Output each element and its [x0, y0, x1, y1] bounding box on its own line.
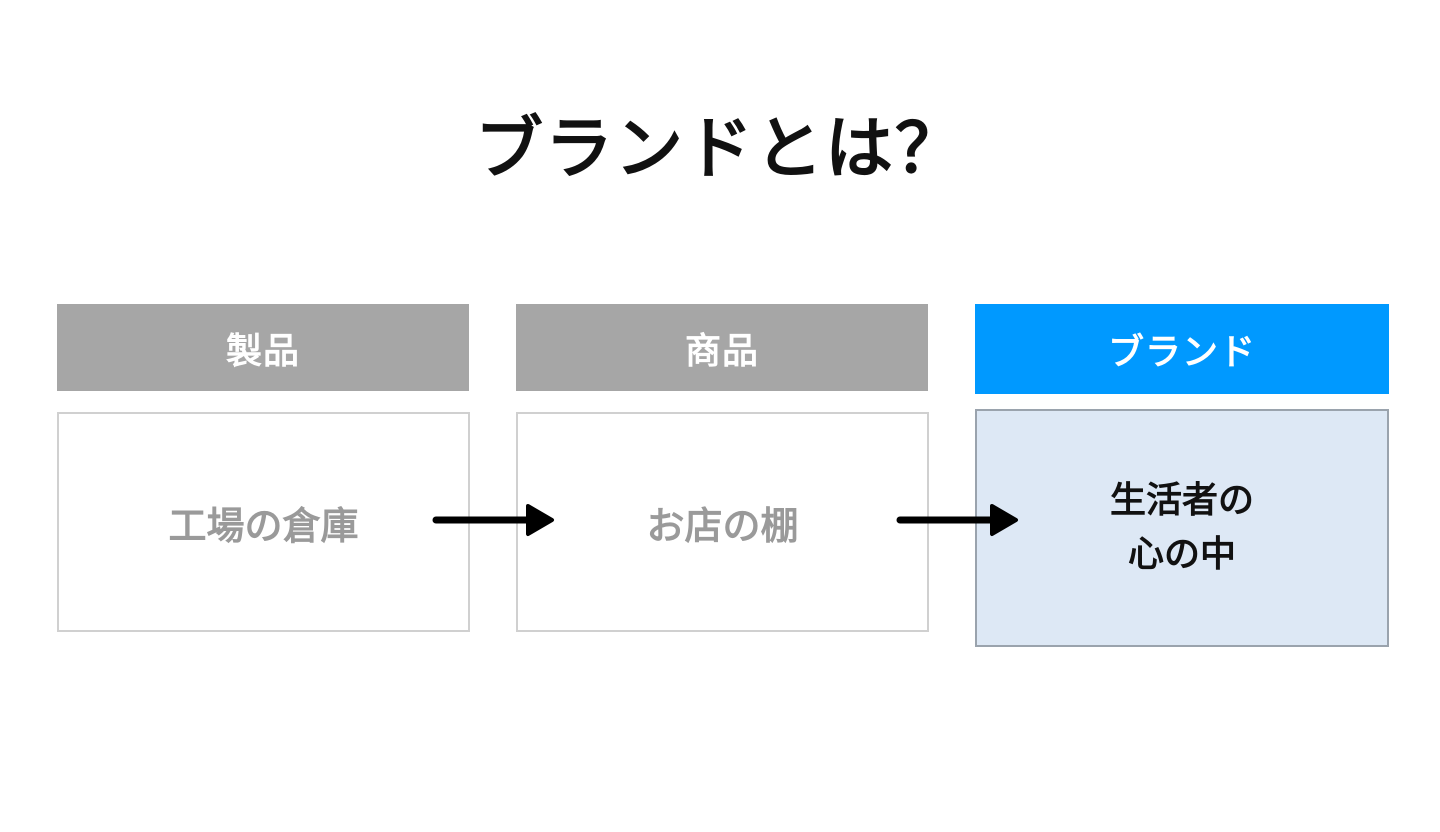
box-consumer-mind: 生活者の 心の中 — [975, 409, 1389, 647]
header-product: 製品 — [57, 304, 469, 391]
arrow-right-icon-2 — [896, 504, 1018, 536]
box-factory-warehouse: 工場の倉庫 — [57, 412, 470, 632]
box-consumer-mind-line-2: 心の中 — [1127, 534, 1236, 575]
header-merchandise: 商品 — [516, 304, 928, 391]
box-store-shelf: お店の棚 — [516, 412, 929, 632]
header-brand: ブランド — [975, 304, 1389, 394]
box-consumer-mind-line-1: 生活者の — [1109, 480, 1254, 521]
slide-title: ブランドとは？ — [474, 110, 965, 189]
arrow-right-icon-1 — [432, 504, 554, 536]
box-factory-warehouse-text: 工場の倉庫 — [168, 503, 359, 548]
box-store-shelf-text: お店の棚 — [646, 503, 799, 548]
